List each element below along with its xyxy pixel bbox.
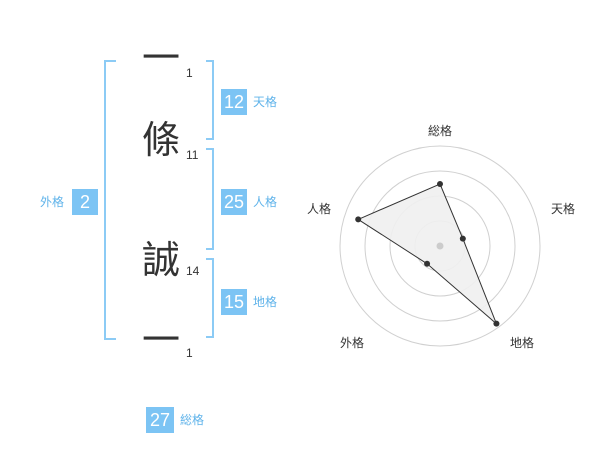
stroke-count-4: 1 xyxy=(186,346,193,360)
radar-grid-ring xyxy=(364,170,516,322)
stroke-count-2: 11 xyxy=(186,148,199,162)
radar-label-gaikaku: 外格 xyxy=(340,336,365,350)
name-char-3: 誠 xyxy=(141,238,180,282)
jinkaku-bracket xyxy=(206,148,214,250)
radar-grid-ring xyxy=(339,145,541,347)
chikaku-label: 地格 xyxy=(253,295,278,309)
radar-point-gaikaku xyxy=(424,260,431,267)
tenkaku-label: 天格 xyxy=(253,95,278,109)
jinkaku-value: 25 xyxy=(221,189,247,215)
name-char-4: 一 xyxy=(141,318,180,362)
chikaku-bracket xyxy=(206,258,214,338)
jinkaku-label: 人格 xyxy=(253,195,278,209)
name-char-1: 一 xyxy=(141,36,180,80)
radar-center-dot xyxy=(436,242,444,250)
tenkaku-bracket xyxy=(206,60,214,140)
soukaku-value: 27 xyxy=(146,407,174,433)
soukaku-label: 総格 xyxy=(180,413,205,427)
radar-label-jinkaku: 人格 xyxy=(307,202,332,216)
stroke-count-3: 14 xyxy=(186,264,200,278)
radar-label-soukaku: 総格 xyxy=(428,124,453,138)
radar-point-tenkaku xyxy=(459,235,466,242)
gaikaku-bracket xyxy=(104,60,116,340)
name-char-2: 條 xyxy=(141,118,180,162)
radar-point-soukaku xyxy=(437,181,443,187)
stroke-count-1: 1 xyxy=(186,66,193,80)
radar-label-tenkaku: 天格 xyxy=(551,202,576,216)
chikaku-value: 15 xyxy=(221,289,247,315)
gaikaku-label: 外格 xyxy=(40,195,65,209)
radar-data-polygon xyxy=(357,183,497,325)
radar-point-chikaku xyxy=(493,320,500,327)
tenkaku-value: 12 xyxy=(221,89,247,115)
gaikaku-value: 2 xyxy=(72,189,98,215)
radar-point-jinkaku xyxy=(355,216,362,223)
radar-label-chikaku: 地格 xyxy=(510,336,535,350)
